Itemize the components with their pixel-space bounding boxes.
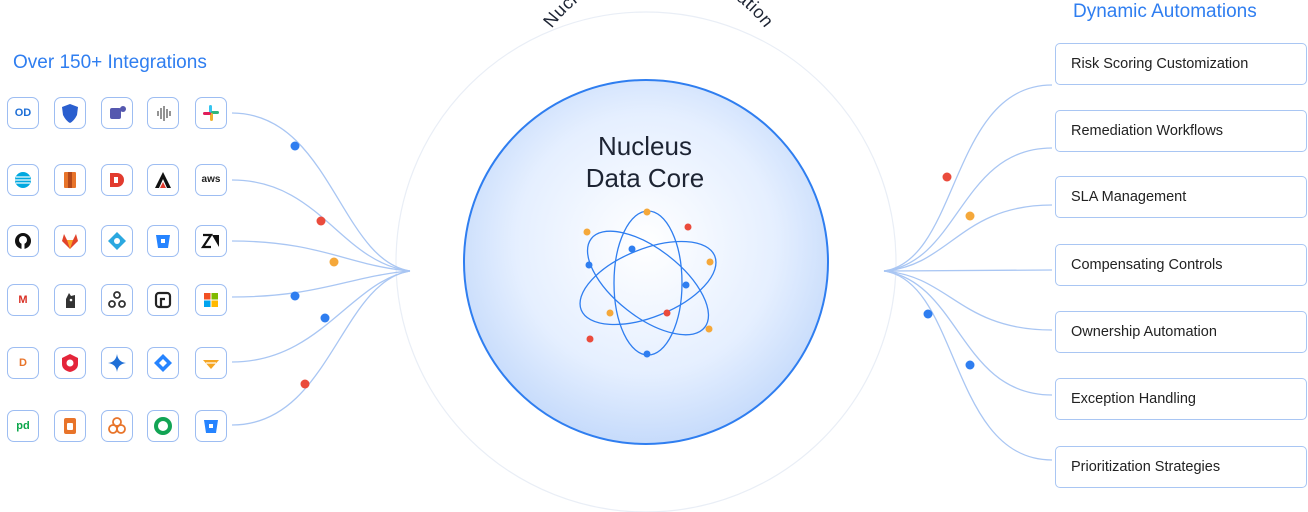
shield-icon (62, 104, 78, 123)
integration-tile (7, 164, 39, 196)
atom-electrons (583, 208, 714, 358)
integration-tile (54, 164, 86, 196)
left-wires (231, 112, 411, 426)
brand-r-icon (154, 291, 172, 309)
automations-heading: Dynamic Automations (1073, 1, 1257, 22)
integration-tile (147, 225, 179, 257)
core-title-line1: Nucleus (598, 131, 692, 161)
diamond-icon (108, 232, 126, 250)
sparkle-icon (108, 354, 126, 372)
gitlab-icon (62, 234, 78, 249)
integration-tile (195, 410, 227, 442)
ring-icon (154, 417, 172, 435)
integration-tile (54, 347, 86, 379)
qualys-icon (62, 354, 78, 372)
bitbucket-icon (156, 235, 170, 248)
automation-item: Remediation Workflows (1055, 110, 1307, 152)
gmail-icon: M (18, 293, 28, 306)
automation-item: Prioritization Strategies (1055, 446, 1307, 488)
integration-tile: aws (195, 164, 227, 196)
pagerduty-icon: pd (16, 419, 30, 432)
outer-ring (395, 11, 897, 512)
automation-item: SLA Management (1055, 176, 1307, 218)
automation-item: Exception Handling (1055, 378, 1307, 420)
integration-tile (54, 284, 86, 316)
integration-tile (147, 347, 179, 379)
automation-item: Ownership Automation (1055, 311, 1307, 353)
integration-tile: OD (7, 97, 39, 129)
triangle-a-icon (155, 172, 171, 188)
integration-tile (7, 225, 39, 257)
integration-tile (101, 97, 133, 129)
brand-b-icon (64, 418, 76, 434)
globe-icon (15, 172, 31, 188)
wire-nodes (290, 141, 975, 389)
integration-tile (101, 225, 133, 257)
integration-tile (54, 410, 86, 442)
microsoft-icon (204, 293, 218, 307)
arc-label: Nucleus Dynamic Automation (539, 0, 778, 31)
zendesk-icon (200, 233, 219, 249)
brand-d-orange-icon: D (19, 356, 27, 369)
aws-icon: aws (201, 174, 221, 185)
bitbucket-icon (204, 420, 218, 433)
integration-tile (101, 164, 133, 196)
integration-tile (147, 164, 179, 196)
integration-tile (195, 284, 227, 316)
automation-item: Risk Scoring Customization (1055, 43, 1307, 85)
integration-tile (101, 347, 133, 379)
teams-icon (110, 106, 126, 119)
knight-icon (66, 293, 75, 308)
automation-item: Compensating Controls (1055, 244, 1307, 286)
integration-tile (195, 97, 227, 129)
integration-tile (147, 410, 179, 442)
integration-tile: M (7, 284, 39, 316)
bird-icon (203, 360, 219, 369)
integration-tile (195, 225, 227, 257)
integration-tile (101, 410, 133, 442)
right-wires (883, 84, 1053, 461)
slack-icon (203, 105, 219, 121)
soundwave-icon (157, 106, 171, 121)
integration-tile (147, 97, 179, 129)
integration-tile (195, 347, 227, 379)
github-icon (15, 233, 31, 249)
integration-tile: pd (7, 410, 39, 442)
jira-icon (154, 354, 172, 372)
integrations-heading: Over 150+ Integrations (13, 52, 207, 73)
onedrive-od-icon: OD (14, 106, 32, 119)
aws-service-icon (64, 172, 76, 188)
integration-tile (54, 97, 86, 129)
integration-tile: D (7, 347, 39, 379)
core-circle (463, 79, 829, 445)
core-title-line2: Data Core (585, 163, 705, 193)
integration-tile (101, 284, 133, 316)
brand-d-icon (110, 173, 124, 187)
integration-tile (147, 284, 179, 316)
webhook-icon (108, 291, 126, 308)
cloud-flower-icon (108, 417, 126, 434)
integration-tile (54, 225, 86, 257)
